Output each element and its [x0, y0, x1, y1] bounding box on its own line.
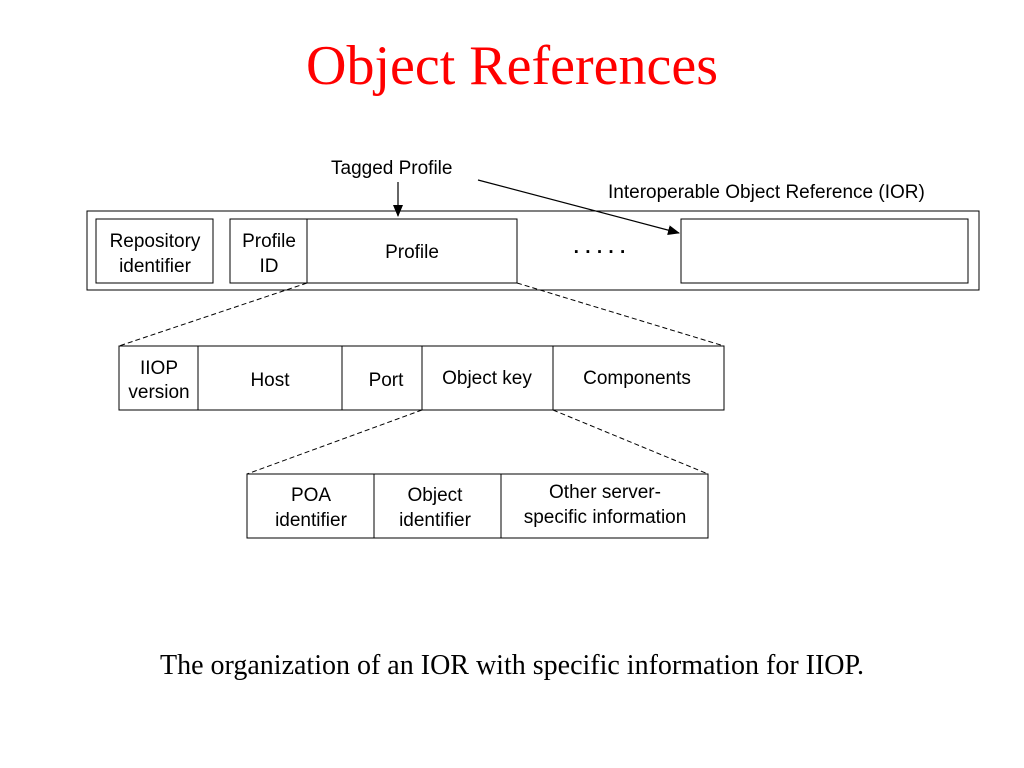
- iiop-version-line1: IIOP: [140, 358, 178, 379]
- expand-line-left-2: [246, 409, 423, 475]
- ior-label: Interoperable Object Reference (IOR): [608, 182, 925, 203]
- repository-identifier-box: [95, 218, 214, 284]
- expand-line-left-1: [118, 282, 308, 347]
- other-info-line2: specific information: [524, 507, 687, 528]
- iiop-version-line2: version: [128, 382, 189, 403]
- ellipsis: · · · · ·: [574, 242, 627, 263]
- object-key-label: Object key: [442, 368, 532, 389]
- slide-title: Object References: [306, 35, 718, 97]
- figure-caption: The organization of an IOR with specific…: [160, 650, 864, 681]
- ior-pointer-arrow: [477, 179, 680, 236]
- repository-identifier-line1: Repository: [110, 231, 201, 252]
- poa-identifier-line2: identifier: [275, 510, 347, 531]
- port-label: Port: [369, 370, 405, 391]
- profile-id-line2: ID: [260, 256, 279, 277]
- expand-line-right-1: [516, 282, 725, 347]
- ior-container: [86, 210, 980, 291]
- components-label: Components: [583, 368, 691, 389]
- repository-identifier-line2: identifier: [119, 256, 191, 277]
- profile-id-line1: Profile: [242, 231, 296, 252]
- tagged-profile-box: [229, 218, 518, 284]
- profile-label: Profile: [385, 242, 439, 263]
- object-identifier-line1: Object: [408, 485, 464, 506]
- expand-line-right-2: [552, 409, 709, 475]
- object-key-box: [246, 473, 709, 539]
- other-info-line1: Other server-: [549, 482, 661, 503]
- further-profile-box: [680, 218, 969, 284]
- object-identifier-line2: identifier: [399, 510, 471, 531]
- tagged-profile-label: Tagged Profile: [331, 158, 452, 179]
- host-label: Host: [250, 370, 290, 391]
- poa-identifier-line1: POA: [291, 485, 331, 506]
